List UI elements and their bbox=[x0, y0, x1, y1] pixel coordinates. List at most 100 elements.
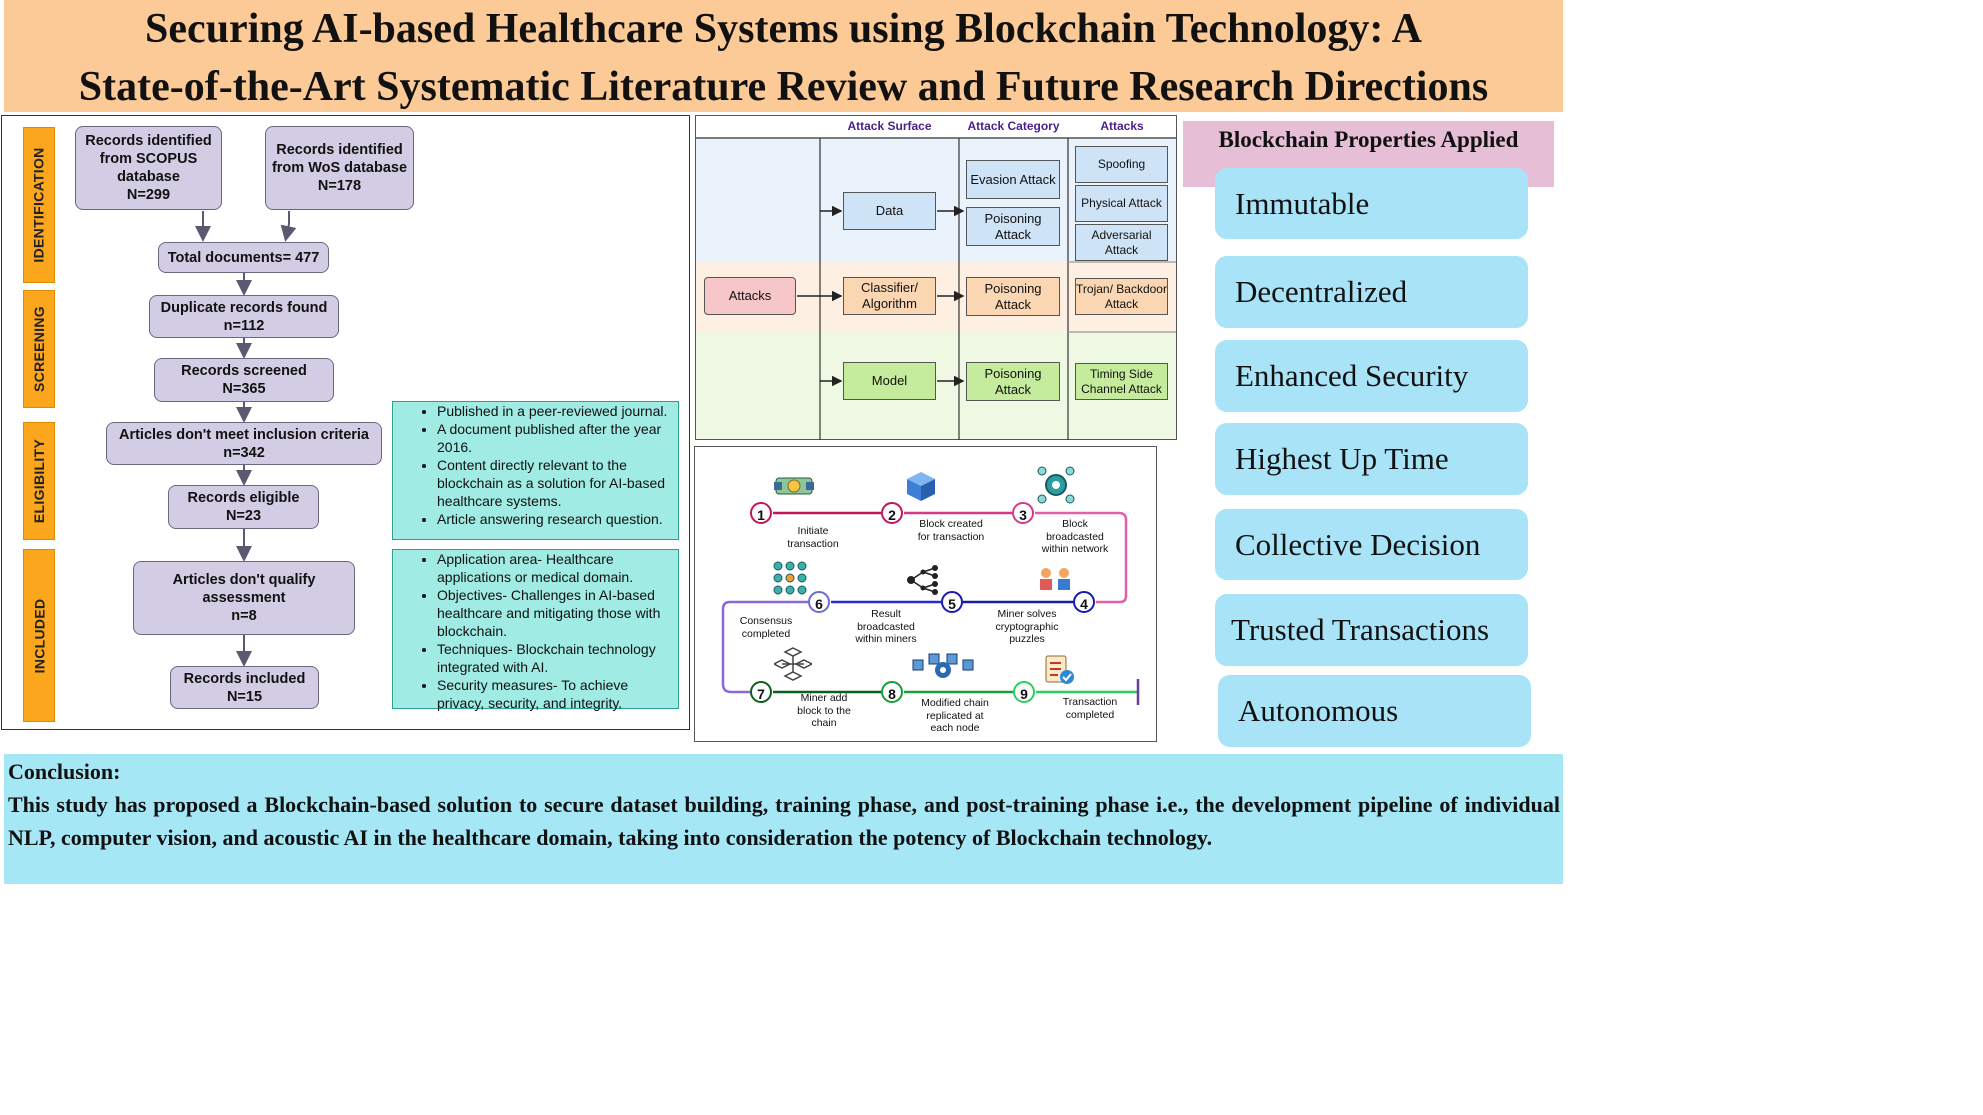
step-number: 4 bbox=[1080, 596, 1088, 612]
property-label: Collective Decision bbox=[1235, 526, 1481, 562]
process-step-6: 6 bbox=[808, 591, 830, 613]
phase-label: SCREENING bbox=[31, 306, 47, 392]
node-label: Data bbox=[875, 203, 904, 218]
step-label-2: Block created for transaction bbox=[917, 518, 985, 543]
node-label: Poisoning Attack bbox=[984, 210, 1042, 242]
consensus-grid-icon bbox=[773, 561, 807, 595]
phase-label: INCLUDED bbox=[31, 598, 48, 673]
box-text: Records included bbox=[183, 670, 306, 687]
property-collective-decision: Collective Decision bbox=[1215, 509, 1528, 580]
node-attack-spoofing: Spoofing bbox=[1075, 146, 1168, 183]
node-label: Trojan/ Backdoor Attack bbox=[1076, 281, 1167, 311]
inclusion-criteria-box: Published in a peer-reviewed journal. A … bbox=[392, 401, 679, 540]
box-text: Records screened bbox=[181, 363, 307, 379]
box-text: N=15 bbox=[226, 688, 263, 705]
node-category-evasion: Evasion Attack bbox=[966, 160, 1060, 199]
node-label: Timing Side Channel Attack bbox=[1081, 366, 1162, 396]
box-wos-records: Records identified from WoS database N=1… bbox=[265, 126, 414, 210]
box-text: n=8 bbox=[231, 608, 257, 624]
process-step-4: 4 bbox=[1073, 591, 1095, 613]
title-line-1: Securing AI-based Healthcare Systems usi… bbox=[145, 6, 1422, 52]
phase-identification: IDENTIFICATION bbox=[23, 127, 55, 283]
criteria-item: Published in a peer-reviewed journal. bbox=[437, 402, 678, 420]
step-label-9: Transaction completed bbox=[1062, 696, 1118, 721]
box-text: from WoS database bbox=[271, 160, 408, 176]
node-surface-model: Model bbox=[843, 362, 936, 400]
property-label: Decentralized bbox=[1235, 274, 1408, 309]
box-not-qualify-assessment: Articles don't qualify assessment n=8 bbox=[133, 561, 355, 635]
step-label-1: Initiate transaction bbox=[787, 525, 839, 550]
step-label-8: Modified chain replicated at each node bbox=[921, 697, 989, 734]
box-records-included: Records included N=15 bbox=[170, 666, 319, 709]
box-not-meet-criteria: Articles don't meet inclusion criteria n… bbox=[106, 422, 382, 465]
phase-eligibility: ELIGIBILITY bbox=[23, 422, 55, 540]
property-decentralized: Decentralized bbox=[1215, 256, 1528, 328]
node-category-poisoning-classifier: Poisoning Attack bbox=[966, 277, 1060, 316]
criteria-item: Security measures- To achieve privacy, s… bbox=[437, 676, 678, 712]
conclusion-body: This study has proposed a Blockchain-bas… bbox=[8, 792, 1560, 850]
prisma-arrows bbox=[195, 211, 297, 667]
box-text: N=178 bbox=[317, 178, 362, 194]
step-number: 5 bbox=[948, 596, 956, 612]
step-label-6: Consensus completed bbox=[739, 615, 793, 640]
node-label: Poisoning Attack bbox=[984, 365, 1042, 397]
replicated-chain-icon bbox=[912, 653, 974, 678]
broadcast-tree-icon bbox=[907, 565, 938, 595]
criteria-item: Content directly relevant to the blockch… bbox=[437, 456, 678, 510]
conclusion-heading: Conclusion: bbox=[8, 759, 121, 784]
assessment-criteria-box: Application area- Healthcare application… bbox=[392, 549, 679, 712]
property-autonomous: Autonomous bbox=[1218, 675, 1531, 747]
process-step-1: 1 bbox=[750, 502, 772, 524]
property-highest-up-time: Highest Up Time bbox=[1215, 423, 1528, 495]
title-line-2: State-of-the-Art Systematic Literature R… bbox=[78, 64, 1489, 110]
node-attacks-root: Attacks bbox=[704, 277, 796, 315]
criteria-item: Article answering research question. bbox=[437, 510, 678, 528]
node-attack-physical: Physical Attack bbox=[1075, 185, 1168, 222]
process-step-8: 8 bbox=[881, 681, 903, 703]
node-attack-adversarial: Adversarial Attack bbox=[1075, 224, 1168, 261]
box-scopus-records: Records identified from SCOPUS database … bbox=[75, 126, 222, 210]
step-label-7: Miner add block to the chain bbox=[797, 692, 851, 729]
step-number: 3 bbox=[1019, 507, 1027, 523]
box-text: Records eligible bbox=[187, 490, 300, 506]
process-step-7: 7 bbox=[750, 681, 772, 703]
phase-label: IDENTIFICATION bbox=[31, 147, 47, 263]
node-label: Model bbox=[871, 373, 908, 388]
conclusion-section: Conclusion: This study has proposed a Bl… bbox=[4, 754, 1563, 884]
block-chain-icon bbox=[774, 647, 812, 681]
header-attacks: Attacks bbox=[1100, 119, 1144, 133]
process-step-5: 5 bbox=[941, 591, 963, 613]
criteria-item: A document published after the year 2016… bbox=[437, 420, 678, 456]
node-label: Classifier/ Algorithm bbox=[860, 280, 919, 311]
cube-icon bbox=[907, 472, 935, 501]
node-attack-trojan: Trojan/ Backdoor Attack bbox=[1075, 278, 1168, 315]
node-label: Poisoning Attack bbox=[984, 280, 1042, 312]
criteria-item: Application area- Healthcare application… bbox=[437, 550, 678, 586]
process-step-3: 3 bbox=[1012, 502, 1034, 524]
step-label-3: Block broadcasted within network bbox=[1041, 518, 1109, 555]
box-text: Articles don't qualify bbox=[172, 572, 316, 588]
box-total-documents: Total documents= 477 bbox=[158, 242, 329, 273]
box-text: assessment bbox=[202, 590, 286, 606]
property-label: Autonomous bbox=[1238, 693, 1399, 728]
phase-included: INCLUDED bbox=[23, 549, 55, 722]
node-label: Physical Attack bbox=[1081, 196, 1162, 210]
node-surface-classifier: Classifier/ Algorithm bbox=[843, 277, 936, 315]
phase-label: ELIGIBILITY bbox=[31, 438, 48, 524]
box-text: n=112 bbox=[223, 317, 265, 334]
miners-icon bbox=[1040, 568, 1070, 590]
box-text: Duplicate records found bbox=[160, 299, 328, 316]
handshake-coin-icon bbox=[774, 477, 814, 495]
step-number: 8 bbox=[888, 686, 896, 702]
property-enhanced-security: Enhanced Security bbox=[1215, 340, 1528, 412]
node-label: Adversarial Attack bbox=[1091, 227, 1152, 257]
node-category-poisoning-model: Poisoning Attack bbox=[966, 362, 1060, 401]
property-immutable: Immutable bbox=[1215, 168, 1528, 239]
box-text: from SCOPUS bbox=[99, 151, 198, 167]
property-label: Highest Up Time bbox=[1235, 441, 1449, 476]
box-text: n=342 bbox=[223, 444, 265, 461]
header-attack-surface: Attack Surface bbox=[847, 119, 932, 133]
process-step-9: 9 bbox=[1013, 681, 1035, 703]
property-label: Enhanced Security bbox=[1235, 358, 1469, 393]
box-text: N=23 bbox=[225, 508, 262, 524]
